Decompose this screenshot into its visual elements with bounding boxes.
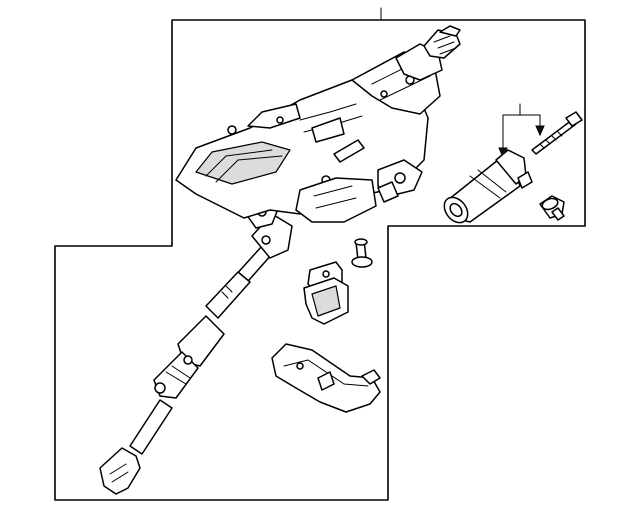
column-bolt-icon xyxy=(351,238,373,268)
arrow-head-bolt xyxy=(535,125,545,137)
lock-actuator-icon xyxy=(303,261,349,325)
mounting-screw-icon xyxy=(539,195,565,221)
group-border xyxy=(54,19,586,501)
tilt-motor-icon xyxy=(443,149,533,224)
motor-leader-bracket xyxy=(498,103,545,159)
mounting-bracket-icon xyxy=(271,343,381,413)
motor-bolt-icon xyxy=(531,111,583,155)
steering-column-assembly-icon xyxy=(99,25,461,495)
